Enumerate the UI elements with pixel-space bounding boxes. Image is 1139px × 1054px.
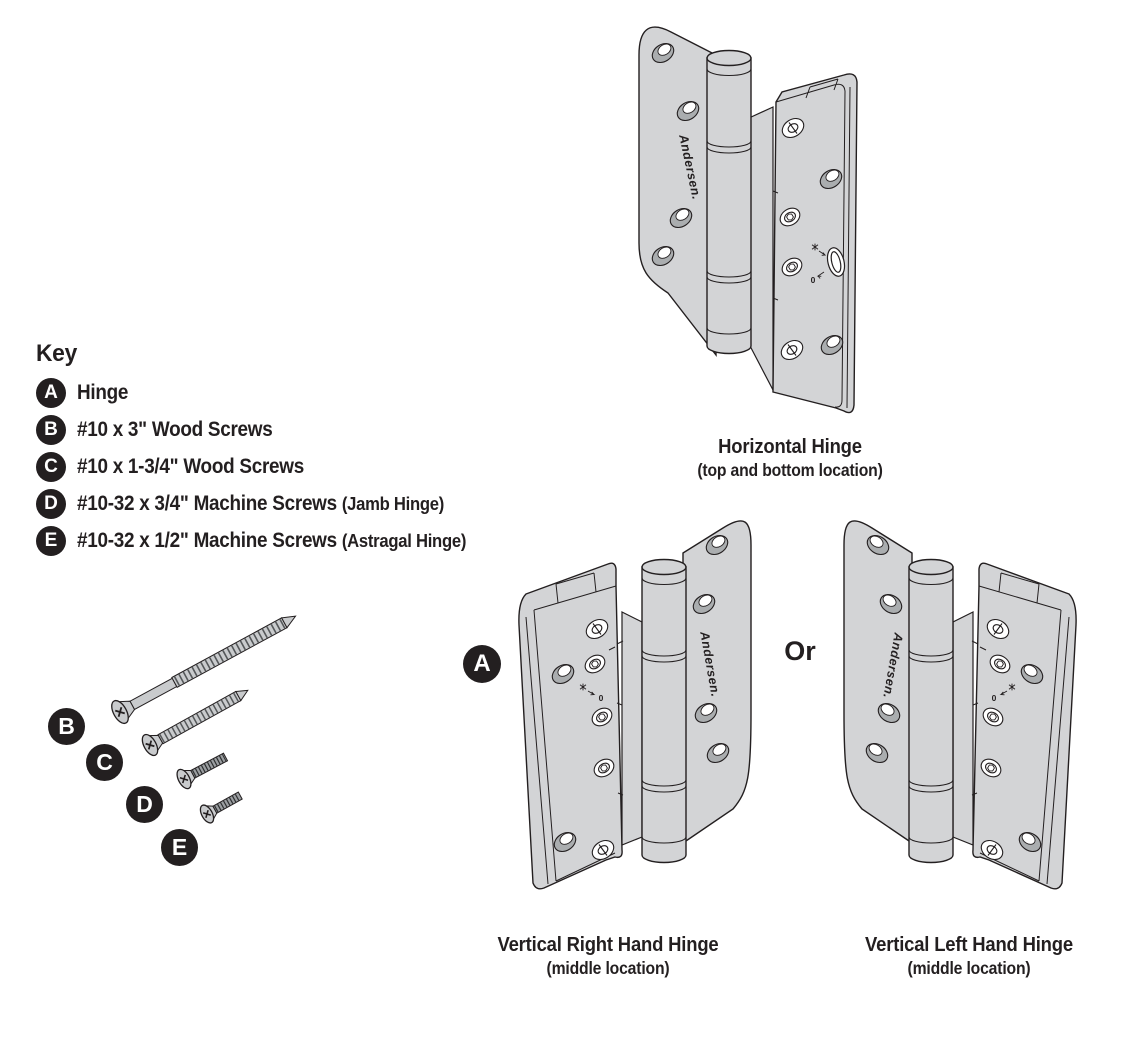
- key-item-label: #10-32 x 1/2" Machine Screws: [77, 529, 337, 552]
- key-item-label: #10 x 3" Wood Screws: [77, 418, 273, 441]
- screws-illustration: [111, 615, 297, 824]
- key-item-note: (Astragal Hinge): [341, 530, 467, 551]
- callout-badge-b: B: [48, 708, 85, 745]
- adjustment-zero-label: 0: [811, 275, 816, 285]
- key-item-wood-screws-3in: B #10 x 3" Wood Screws: [36, 415, 509, 445]
- wood-screw-175in: [141, 689, 249, 757]
- adjustment-zero-label: 0: [992, 693, 997, 703]
- key-item-note: (Jamb Hinge): [341, 493, 445, 514]
- key-badge-e: E: [36, 526, 66, 556]
- phillips-cross-icon: [145, 740, 155, 750]
- key-badge-c: C: [36, 452, 66, 482]
- key-item-label: #10 x 1-3/4" Wood Screws: [77, 455, 304, 478]
- key-badge-d: D: [36, 489, 66, 519]
- callout-badge-c: C: [86, 744, 123, 781]
- key-title: Key: [36, 340, 77, 367]
- key-legend: A Hinge B #10 x 3" Wood Screws C #10 x 1…: [36, 378, 509, 556]
- caption-subtitle: (top and bottom location): [697, 460, 883, 480]
- key-badge-a: A: [36, 378, 66, 408]
- key-item-machine-screws-jamb: D #10-32 x 3/4" Machine Screws (Jamb Hin…: [36, 489, 509, 519]
- vertical-right-hinge-caption: Vertical Right Hand Hinge (middle locati…: [473, 932, 743, 979]
- caption-subtitle: (middle location): [907, 958, 1031, 978]
- key-badge-b: B: [36, 415, 66, 445]
- caption-title: Horizontal Hinge: [718, 435, 862, 458]
- key-item-hinge: A Hinge: [36, 378, 509, 408]
- phillips-cross-icon: [202, 809, 212, 819]
- key-item-label: Hinge: [77, 381, 129, 404]
- caption-title: Vertical Left Hand Hinge: [865, 933, 1073, 956]
- phillips-cross-icon: [114, 706, 126, 718]
- horizontal-hinge-caption: Horizontal Hinge (top and bottom locatio…: [655, 434, 925, 481]
- machine-screw-075in: [176, 752, 229, 790]
- or-label: Or: [784, 636, 816, 666]
- key-item-label: #10-32 x 3/4" Machine Screws: [77, 492, 337, 515]
- phillips-cross-icon: [179, 774, 189, 784]
- key-item-machine-screws-astragal: E #10-32 x 1/2" Machine Screws (Astragal…: [36, 526, 509, 556]
- horizontal-hinge-illustration: Andersen. 0: [598, 6, 888, 428]
- callout-badge-d: D: [126, 786, 163, 823]
- caption-title: Vertical Right Hand Hinge: [497, 933, 719, 956]
- wood-screw-3in: [111, 615, 297, 725]
- vertical-right-hand-hinge-illustration: Andersen. 0: [505, 515, 757, 900]
- callout-badge-a: A: [463, 645, 501, 683]
- adjustment-zero-label: 0: [599, 693, 604, 703]
- machine-screw-05in: [199, 791, 243, 824]
- vertical-left-hand-hinge-illustration: Andersen. 0: [838, 515, 1090, 900]
- key-item-wood-screws-175in: C #10 x 1-3/4" Wood Screws: [36, 452, 509, 482]
- caption-subtitle: (middle location): [546, 958, 670, 978]
- callout-badge-e: E: [161, 829, 198, 866]
- vertical-left-hinge-caption: Vertical Left Hand Hinge (middle locatio…: [834, 932, 1104, 979]
